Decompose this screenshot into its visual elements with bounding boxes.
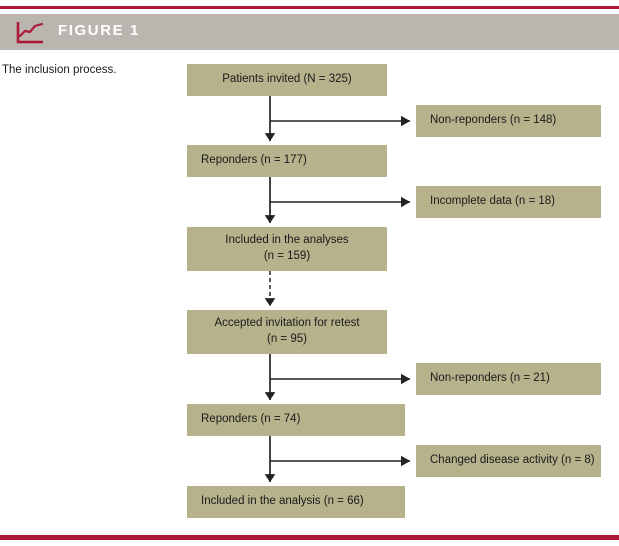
figure-title: FIGURE 1 (58, 22, 140, 39)
node-line: Included in the analyses (225, 234, 349, 247)
node-patients-invited: Patients invited (N = 325) (187, 64, 387, 96)
line-chart-icon (16, 22, 44, 44)
figure-header-band (0, 14, 619, 50)
node-reponders-177: Reponders (n = 177) (187, 145, 387, 177)
node-included-in-analyses-159: Included in the analyses (n = 159) (187, 227, 387, 271)
node-incomplete-data-18: Incomplete data (n = 18) (416, 186, 601, 218)
node-line: Patients invited (N = 325) (222, 73, 352, 86)
node-line: Reponders (n = 177) (201, 154, 307, 167)
node-line: Accepted invitation for retest (214, 317, 360, 330)
node-line: Reponders (n = 74) (201, 413, 301, 426)
node-line: (n = 159) (263, 250, 311, 262)
node-reponders-74: Reponders (n = 74) (187, 404, 405, 436)
node-line: Included in the analysis (n = 66) (201, 495, 364, 508)
node-included-in-analysis-66: Included in the analysis (n = 66) (187, 486, 405, 518)
node-nonreponders-148: Non-reponders (n = 148) (416, 105, 601, 137)
node-accepted-invitation-95: Accepted invitation for retest (n = 95) (187, 310, 387, 354)
bottom-accent-rule (0, 535, 619, 540)
figure-caption: The inclusion process. (2, 64, 117, 76)
node-nonreponders-21: Non-reponders (n = 21) (416, 363, 601, 395)
node-line: (n = 95) (267, 333, 307, 345)
node-line: Changed disease activity (n = 8) (430, 454, 595, 467)
node-line: Non-reponders (n = 148) (430, 114, 557, 127)
node-changed-disease-activity-8: Changed disease activity (n = 8) (416, 445, 601, 477)
node-line: Incomplete data (n = 18) (430, 195, 555, 208)
top-accent-rule (0, 6, 619, 9)
node-line: Non-reponders (n = 21) (430, 372, 550, 385)
